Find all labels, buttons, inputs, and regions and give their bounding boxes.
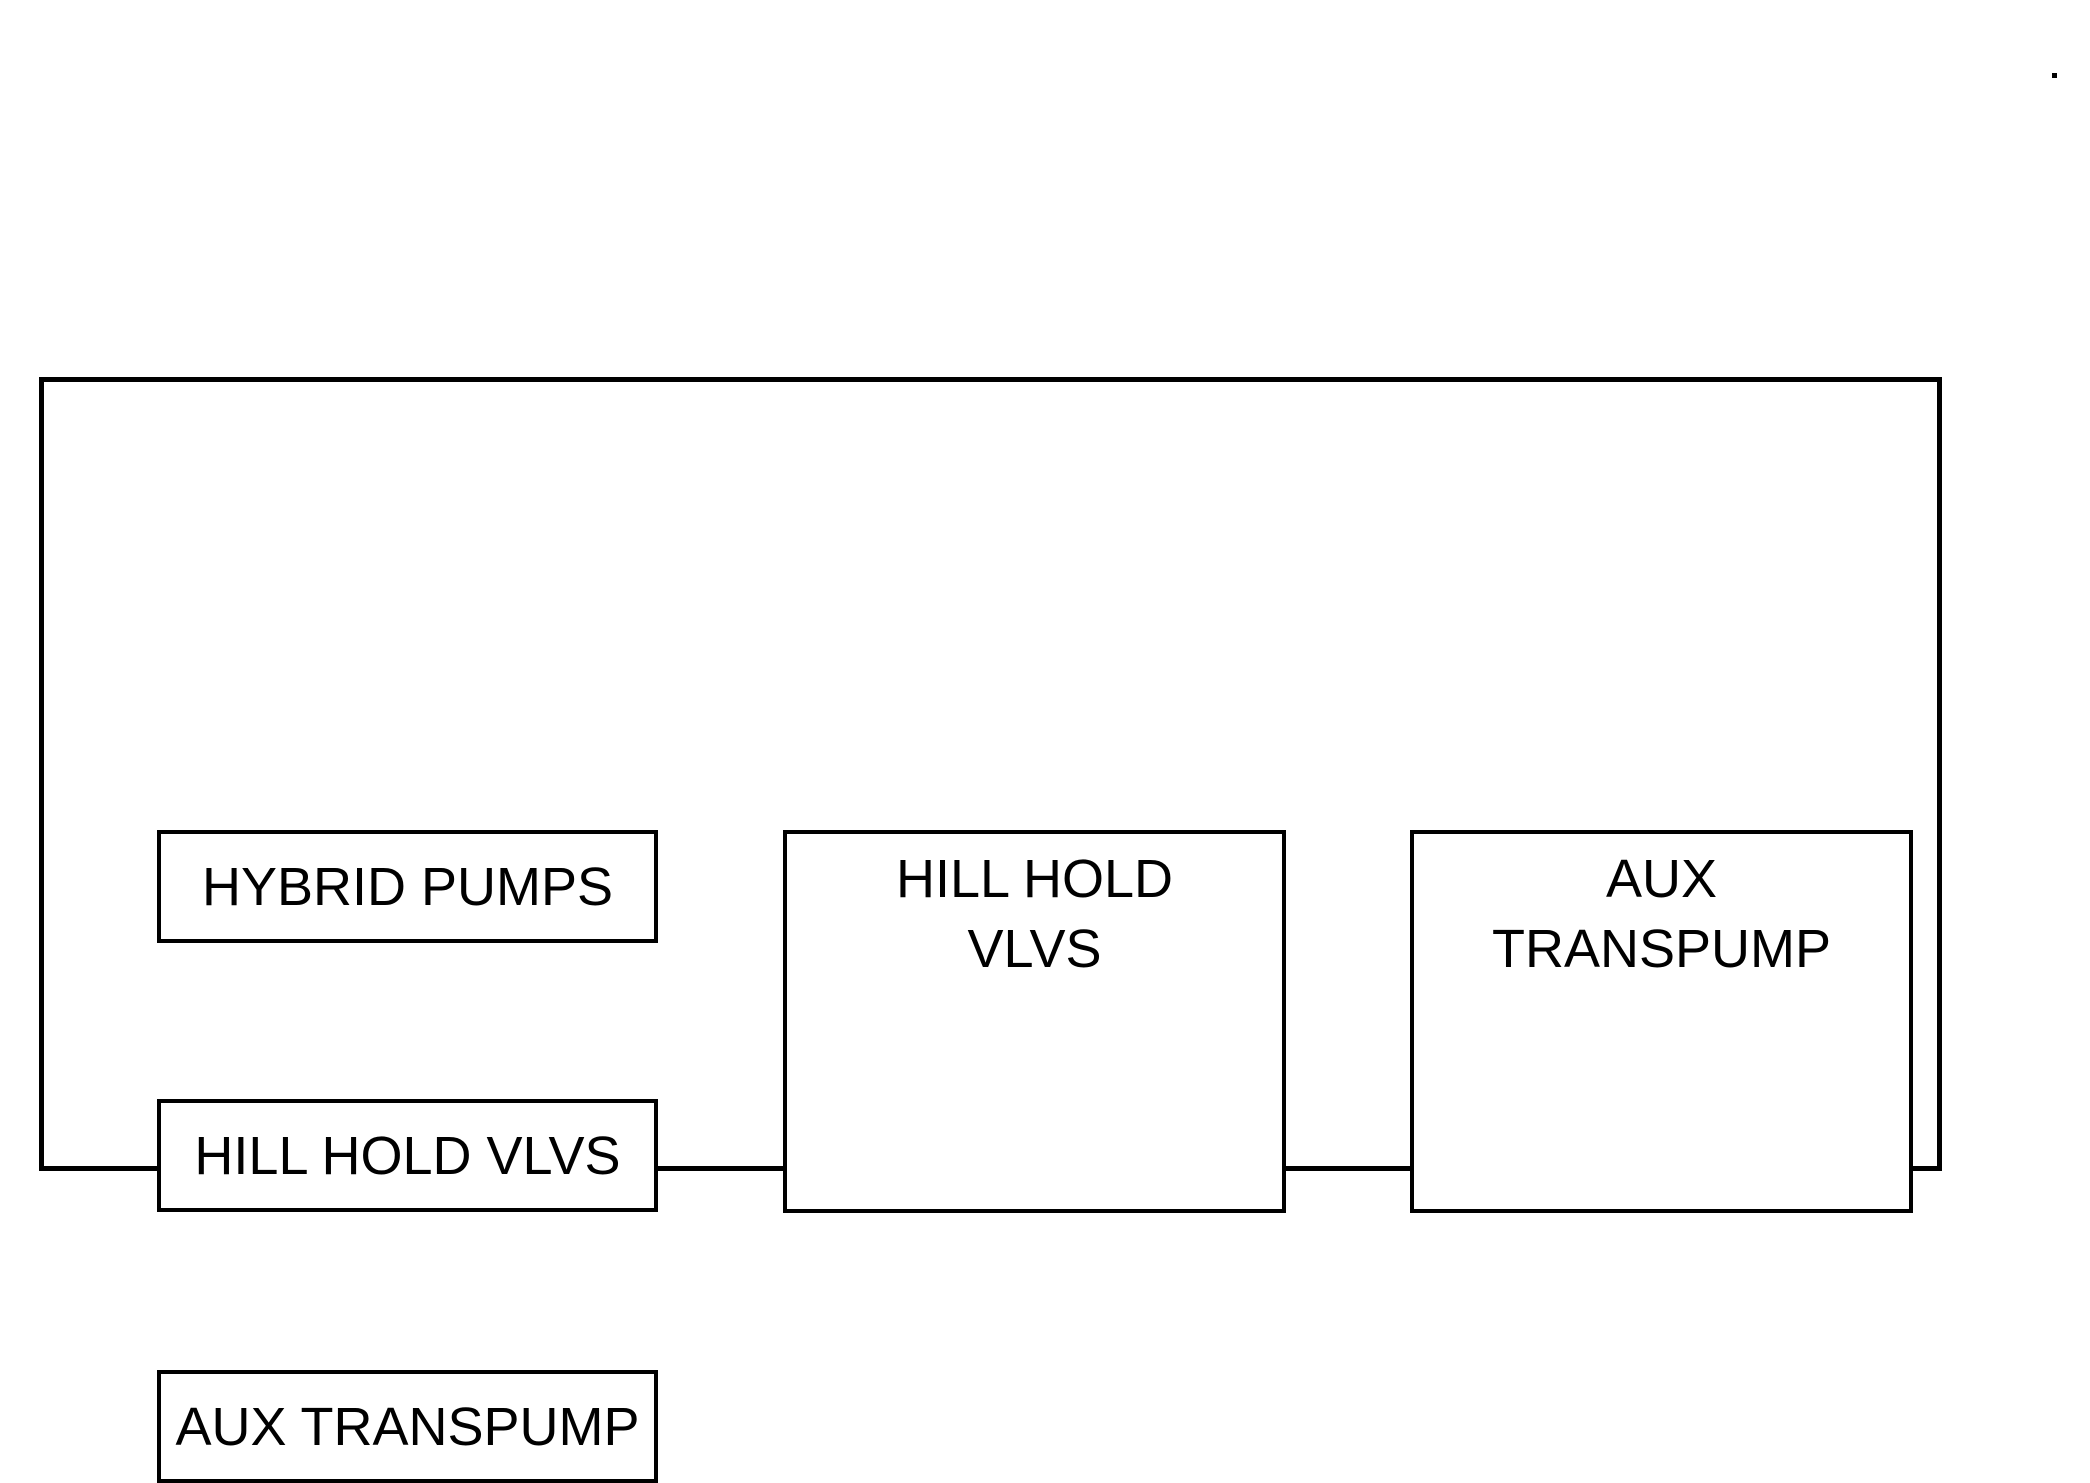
aux-transpump-box: AUX TRANSPUMP	[157, 1370, 658, 1483]
figure-page: { "figure": { "background_color": "#ffff…	[39, 73, 2057, 1483]
hill-hold-vlvs-large-label-line1: HILL HOLD	[895, 849, 1174, 909]
stray-dot	[2052, 73, 2057, 78]
aux-transpump-large-box: AUX TRANSPUMP	[1410, 830, 1913, 1213]
hill-hold-vlvs-label: HILL HOLD VLVS	[194, 1125, 621, 1186]
hybrid-pumps-box: HYBRID PUMPS	[157, 830, 658, 943]
hill-hold-vlvs-large-label-line2: VLVS	[967, 919, 1102, 979]
aux-transpump-label: AUX TRANSPUMP	[175, 1396, 640, 1457]
aux-transpump-large-label-line1: AUX	[1605, 849, 1718, 909]
outer-panel: HYBRID PUMPS HILL HOLD VLVS AUX TRANSPUM…	[39, 377, 1942, 1483]
hybrid-pumps-label: HYBRID PUMPS	[201, 856, 614, 917]
aux-transpump-large-label-line2: TRANSPUMP	[1491, 919, 1832, 979]
hill-hold-vlvs-box: HILL HOLD VLVS	[157, 1099, 658, 1212]
hill-hold-vlvs-large-box: HILL HOLD VLVS	[783, 830, 1286, 1213]
